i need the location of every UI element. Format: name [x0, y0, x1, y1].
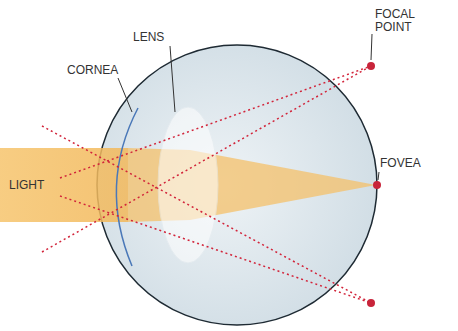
part-label: FOCAL POINT [375, 8, 425, 34]
focal-point-dot [367, 299, 375, 307]
cornea [116, 108, 138, 266]
fovea-dot [373, 181, 381, 189]
part-label: CORNEA [67, 64, 118, 77]
part-label: FOVEA [380, 157, 421, 170]
light-rays [42, 66, 371, 303]
part-label: LIGHT [9, 179, 44, 192]
light-beam [0, 148, 128, 222]
part-label: LENS [133, 31, 164, 44]
leader-lines [118, 34, 379, 180]
focal-point-dot [367, 62, 375, 70]
